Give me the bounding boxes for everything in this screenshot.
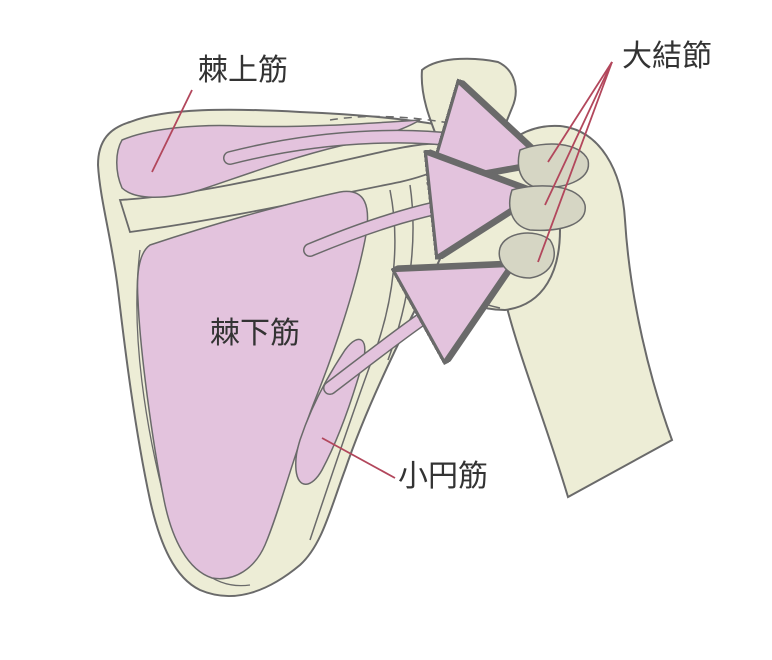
acromion-dashed-contour (329, 115, 506, 136)
supraspinatus-arrow-fill (224, 137, 505, 158)
infraspinatus-arrow-fill (304, 198, 495, 250)
labels: 棘上筋 大結節 棘下筋 小円筋 (198, 39, 712, 494)
leader-supraspinatus (151, 89, 193, 173)
facet-inferior (498, 232, 555, 279)
muscle-arrows (223, 137, 505, 395)
label-greater-tubercle: 大結節 (622, 39, 712, 74)
teres-minor-arrow-fill (324, 285, 475, 394)
label-supraspinatus: 棘上筋 (198, 53, 288, 88)
infraspinatus-muscle (136, 190, 369, 580)
leader-lines (151, 61, 613, 479)
label-teres-minor: 小円筋 (398, 459, 488, 494)
leader-teres-minor (321, 437, 396, 479)
leader-greater-tubercle-3 (537, 61, 613, 263)
leader-greater-tubercle-1 (547, 61, 613, 163)
label-infraspinatus: 棘下筋 (210, 316, 300, 351)
facet-superior (517, 143, 590, 189)
greater-tubercle-facets (498, 143, 590, 279)
leader-greater-tubercle-2 (544, 61, 613, 206)
facet-middle (509, 185, 586, 232)
